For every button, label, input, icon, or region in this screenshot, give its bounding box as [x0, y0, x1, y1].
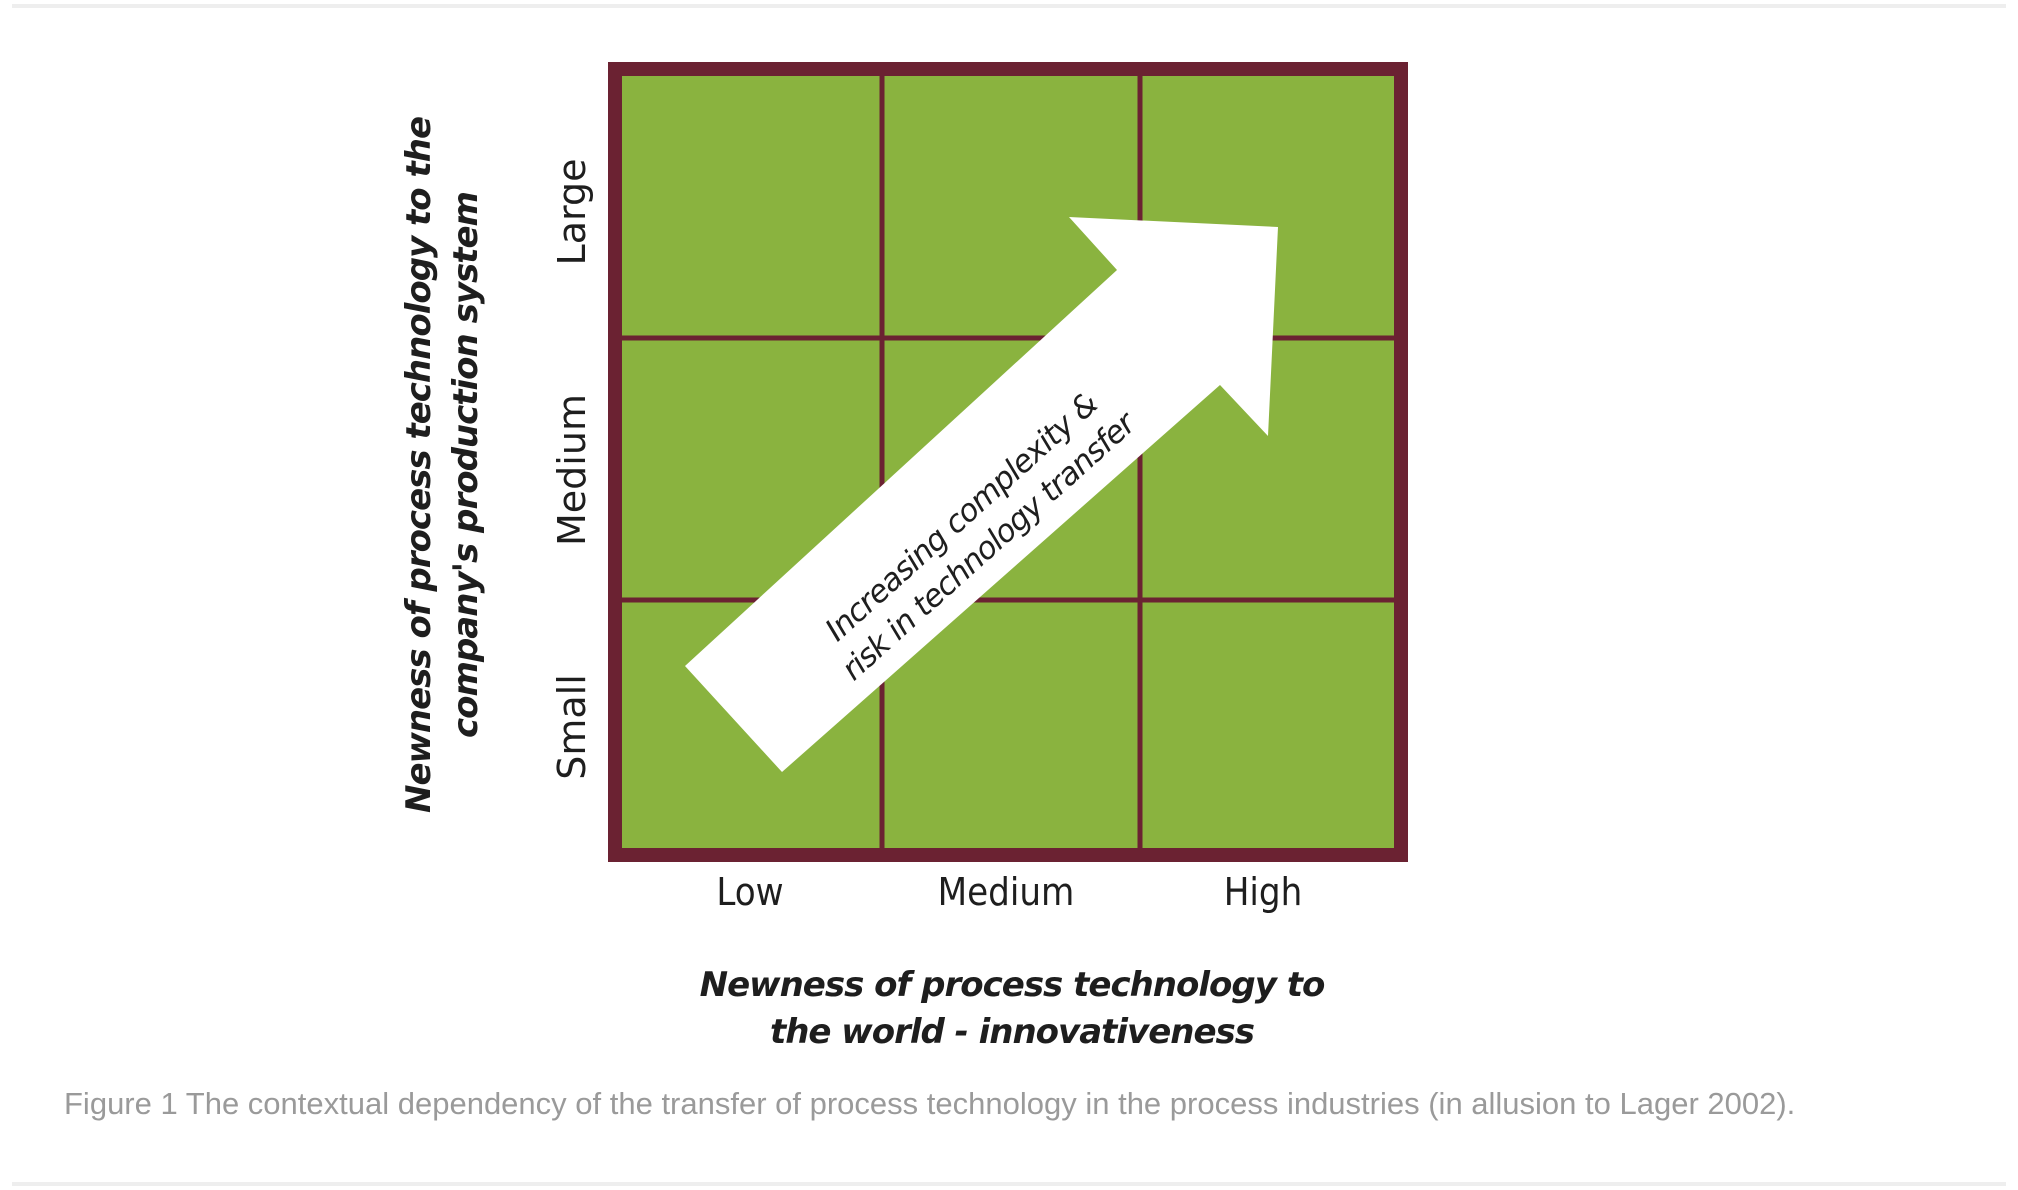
y-level-medium: Medium	[550, 394, 594, 546]
x-level-medium: Medium	[937, 870, 1075, 914]
x-axis-title: Newness of process technology to the wor…	[612, 962, 1412, 1056]
matrix-grid	[608, 62, 1408, 862]
bottom-divider	[12, 1182, 2006, 1186]
y-level-large: Large	[550, 158, 594, 266]
top-divider	[12, 4, 2006, 8]
y-axis-title-line1: Newness of process technology to the	[399, 116, 439, 814]
y-axis-title-line2: company's production system	[446, 192, 486, 738]
y-level-small: Small	[550, 674, 594, 780]
x-axis-title-line2: the world - innovativeness	[769, 1012, 1255, 1052]
x-level-high: High	[1223, 870, 1303, 914]
x-axis-title-line1: Newness of process technology to	[699, 965, 1326, 1005]
diagonal-arrow	[685, 217, 1278, 772]
figure-caption: Figure 1 The contextual dependency of th…	[64, 1086, 1796, 1121]
x-level-low: Low	[716, 870, 784, 914]
y-axis-title: Newness of process technology to the com…	[396, 115, 490, 815]
